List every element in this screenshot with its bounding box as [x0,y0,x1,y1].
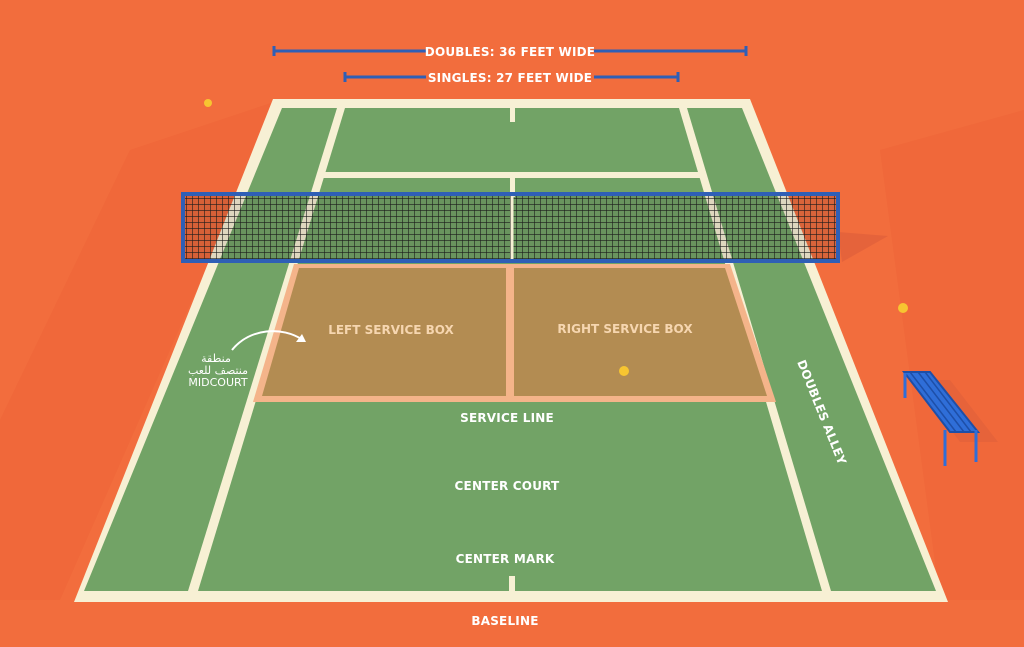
net-frame [181,192,840,263]
singles-dimension-bar [343,72,680,82]
doubles-width-label: DOUBLES: 36 FEET WIDE [425,45,595,59]
tennis-ball-icon [619,366,629,376]
near-center-mark [509,576,515,591]
net-shadow [838,232,888,262]
right-service-box-label: RIGHT SERVICE BOX [557,322,693,336]
tennis-ball-icon [898,303,908,313]
center-mark-label: CENTER MARK [456,552,555,566]
baseline-label: BASELINE [471,614,538,628]
right-service-box [514,268,767,396]
singles-width-label: SINGLES: 27 FEET WIDE [428,71,592,85]
midcourt-arabic-line2: منتصف للعب [188,364,248,377]
doubles-dimension-bar [272,46,748,56]
service-line-label: SERVICE LINE [460,411,554,425]
midcourt-arabic-line1: منطقة [201,352,231,365]
midcourt-label: MIDCOURT [188,376,247,389]
tennis-ball-icon [204,99,212,107]
midcourt-arrowhead-icon [296,334,306,342]
midcourt-arrow-icon [231,330,304,351]
far-center-mark [510,108,515,122]
far-center-service-line [510,172,515,197]
center-court-label: CENTER COURT [455,479,561,493]
left-service-box [262,268,506,396]
bench-icon [901,371,998,466]
bg-shade-right [880,110,1024,600]
left-service-box-label: LEFT SERVICE BOX [328,323,454,337]
